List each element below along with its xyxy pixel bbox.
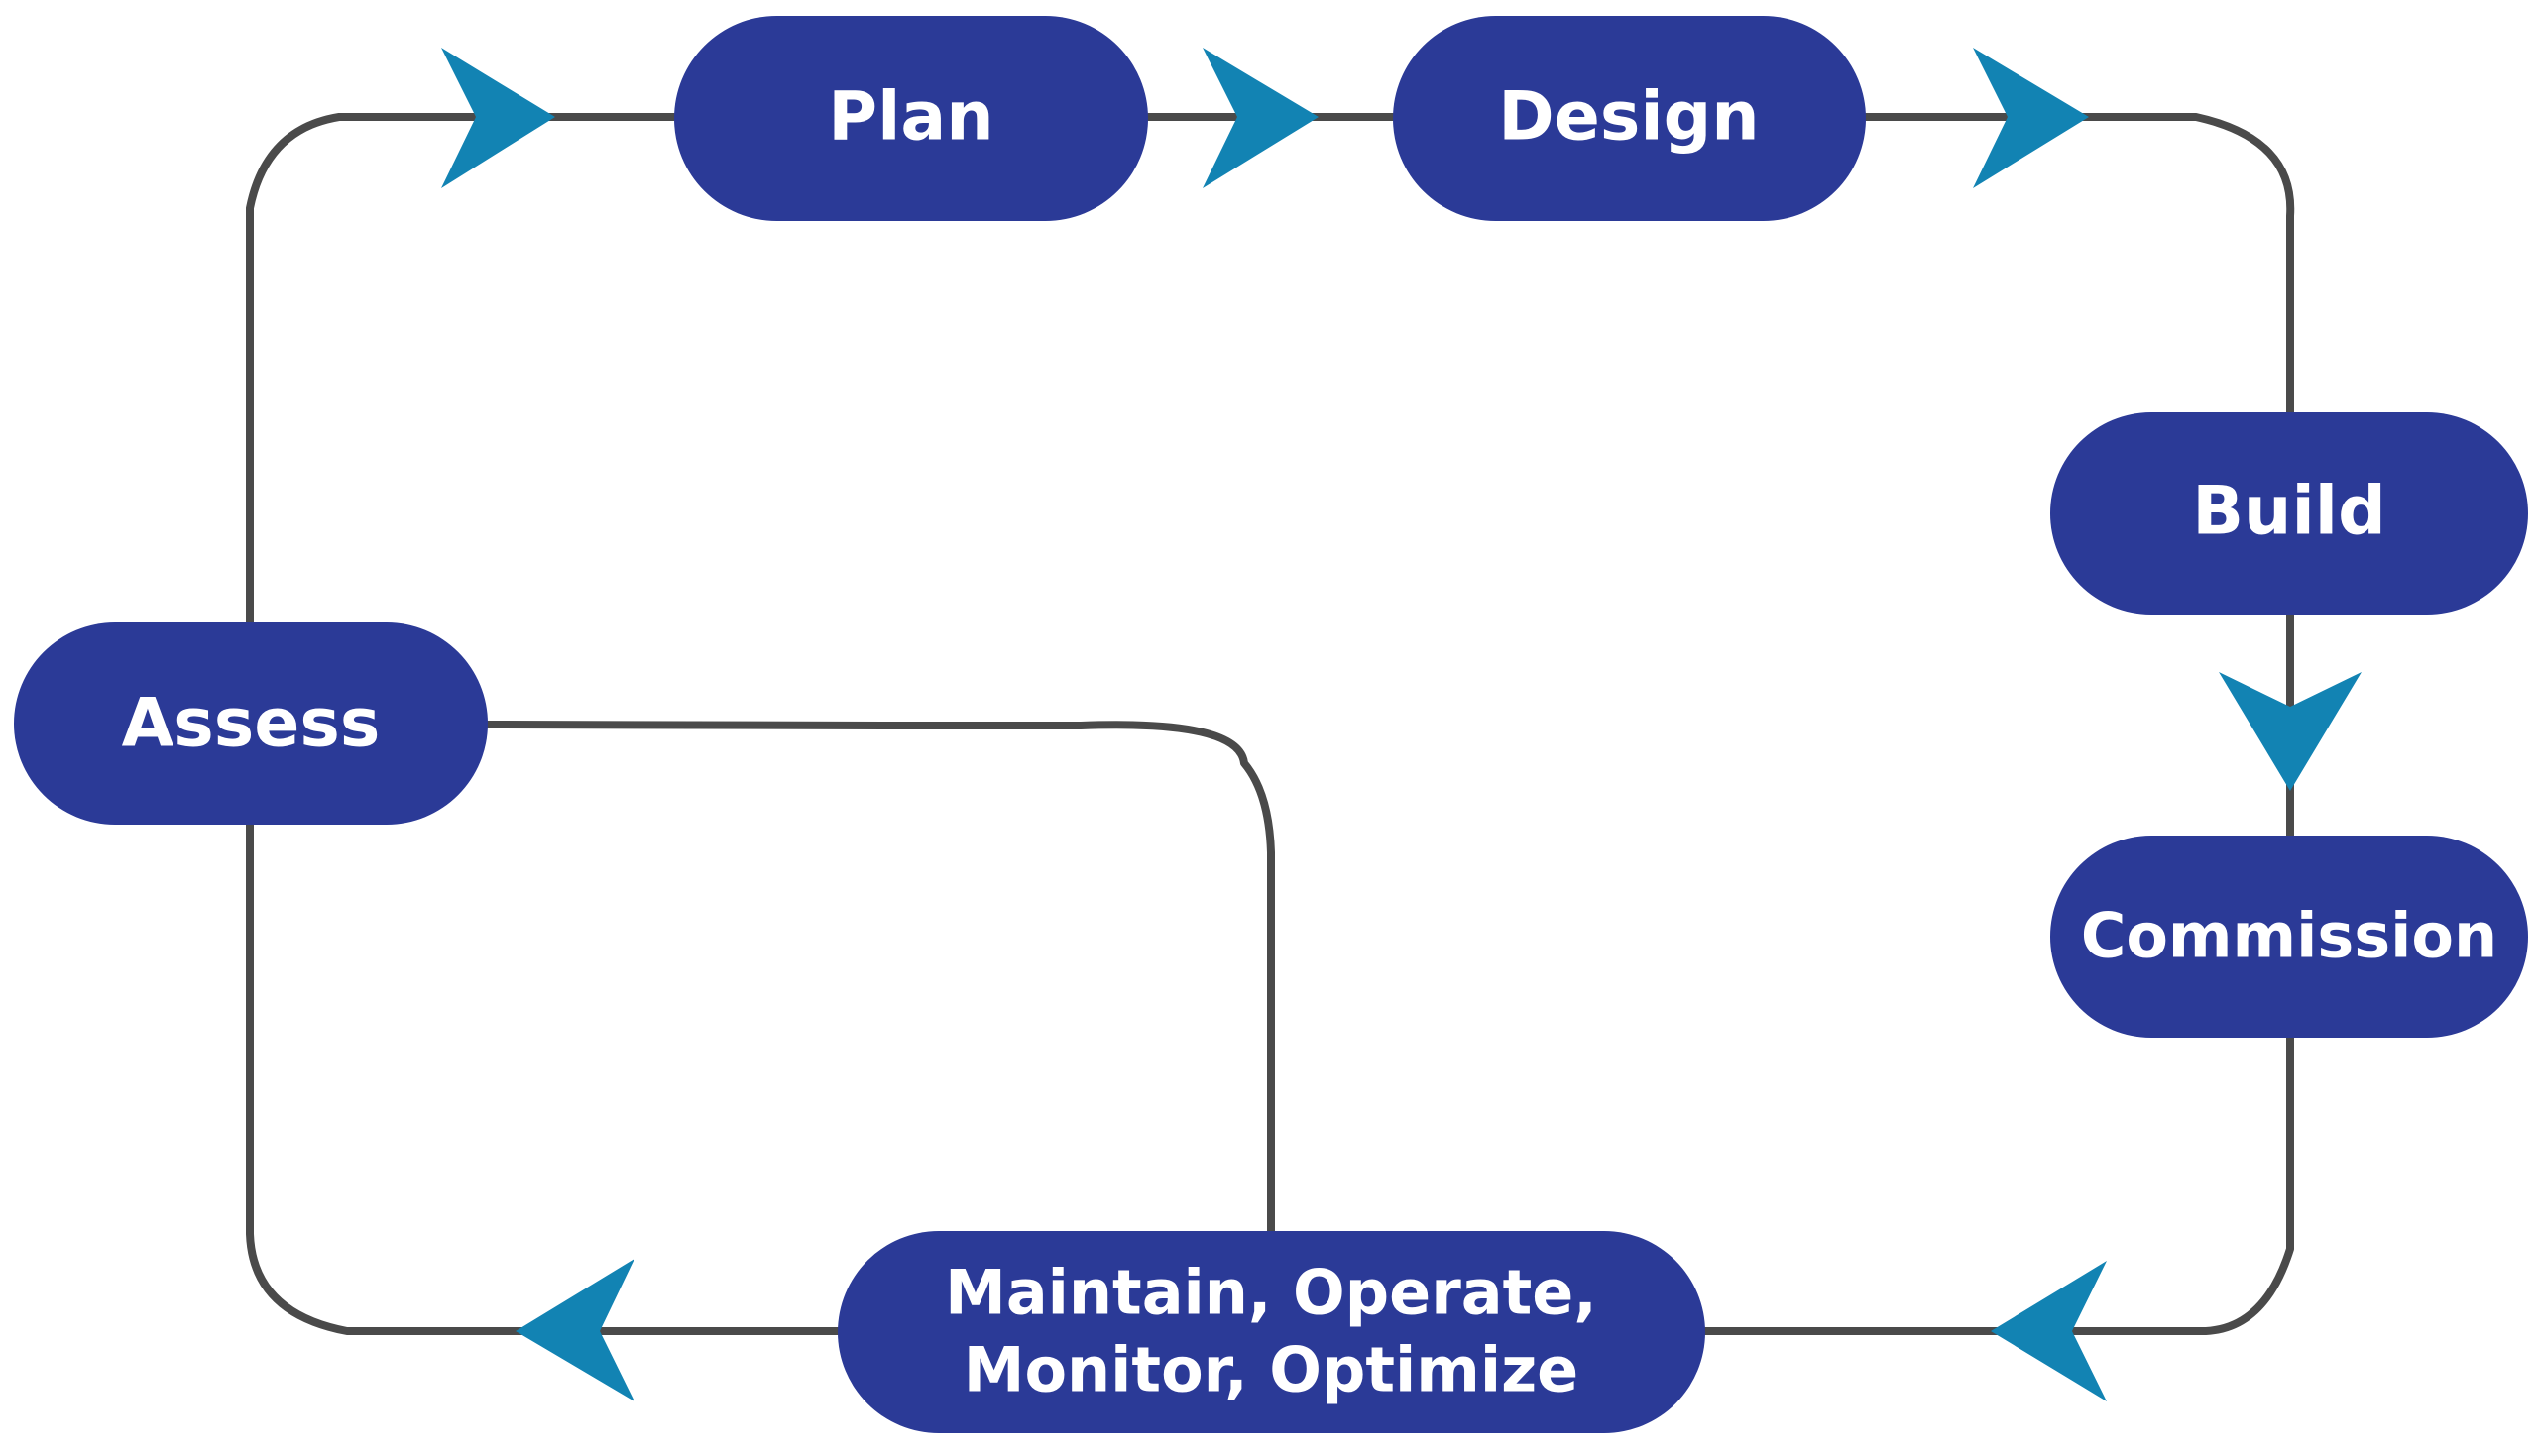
connector-design-to-build bbox=[1862, 113, 2295, 418]
stage-assess[interactable]: Assess bbox=[14, 622, 488, 825]
arrow-left-icon bbox=[1991, 1261, 2107, 1401]
arrow-down-icon bbox=[2219, 672, 2362, 791]
stage-label-maintain-line2: Monitor, Optimize bbox=[964, 1334, 1578, 1406]
connectors bbox=[246, 113, 2295, 1335]
connector-commission-to-maintain bbox=[1701, 1032, 2294, 1335]
stage-pill-maintain bbox=[838, 1231, 1705, 1433]
stage-maintain[interactable]: Maintain, Operate, Monitor, Optimize bbox=[838, 1231, 1705, 1433]
connector-assess-to-maintain bbox=[484, 721, 1275, 1238]
stage-build[interactable]: Build bbox=[2050, 412, 2528, 615]
stage-label-commission: Commission bbox=[2081, 900, 2497, 972]
connector-maintain-to-assess bbox=[246, 819, 842, 1335]
stage-pill-commission bbox=[2050, 836, 2528, 1038]
stage-label-assess: Assess bbox=[122, 685, 381, 763]
stage-label-plan: Plan bbox=[828, 78, 993, 157]
stage-pill-design bbox=[1393, 16, 1866, 221]
stage-design[interactable]: Design bbox=[1393, 16, 1866, 221]
stage-label-design: Design bbox=[1498, 78, 1759, 157]
stage-plan[interactable]: Plan bbox=[674, 16, 1148, 221]
stage-label-build: Build bbox=[2192, 473, 2386, 551]
arrow-right-icon bbox=[1203, 48, 1319, 188]
stage-pill-build bbox=[2050, 412, 2528, 615]
stage-commission[interactable]: Commission bbox=[2050, 836, 2528, 1038]
stage-pill-plan bbox=[674, 16, 1148, 221]
arrow-left-icon bbox=[516, 1259, 634, 1401]
stage-pill-assess bbox=[14, 622, 488, 825]
arrow-right-icon bbox=[1973, 48, 2089, 188]
connector-assess-to-plan bbox=[246, 113, 678, 628]
arrow-right-icon bbox=[441, 48, 555, 188]
arrows bbox=[441, 48, 2362, 1401]
stage-label-maintain-line1: Maintain, Operate, bbox=[945, 1257, 1597, 1329]
